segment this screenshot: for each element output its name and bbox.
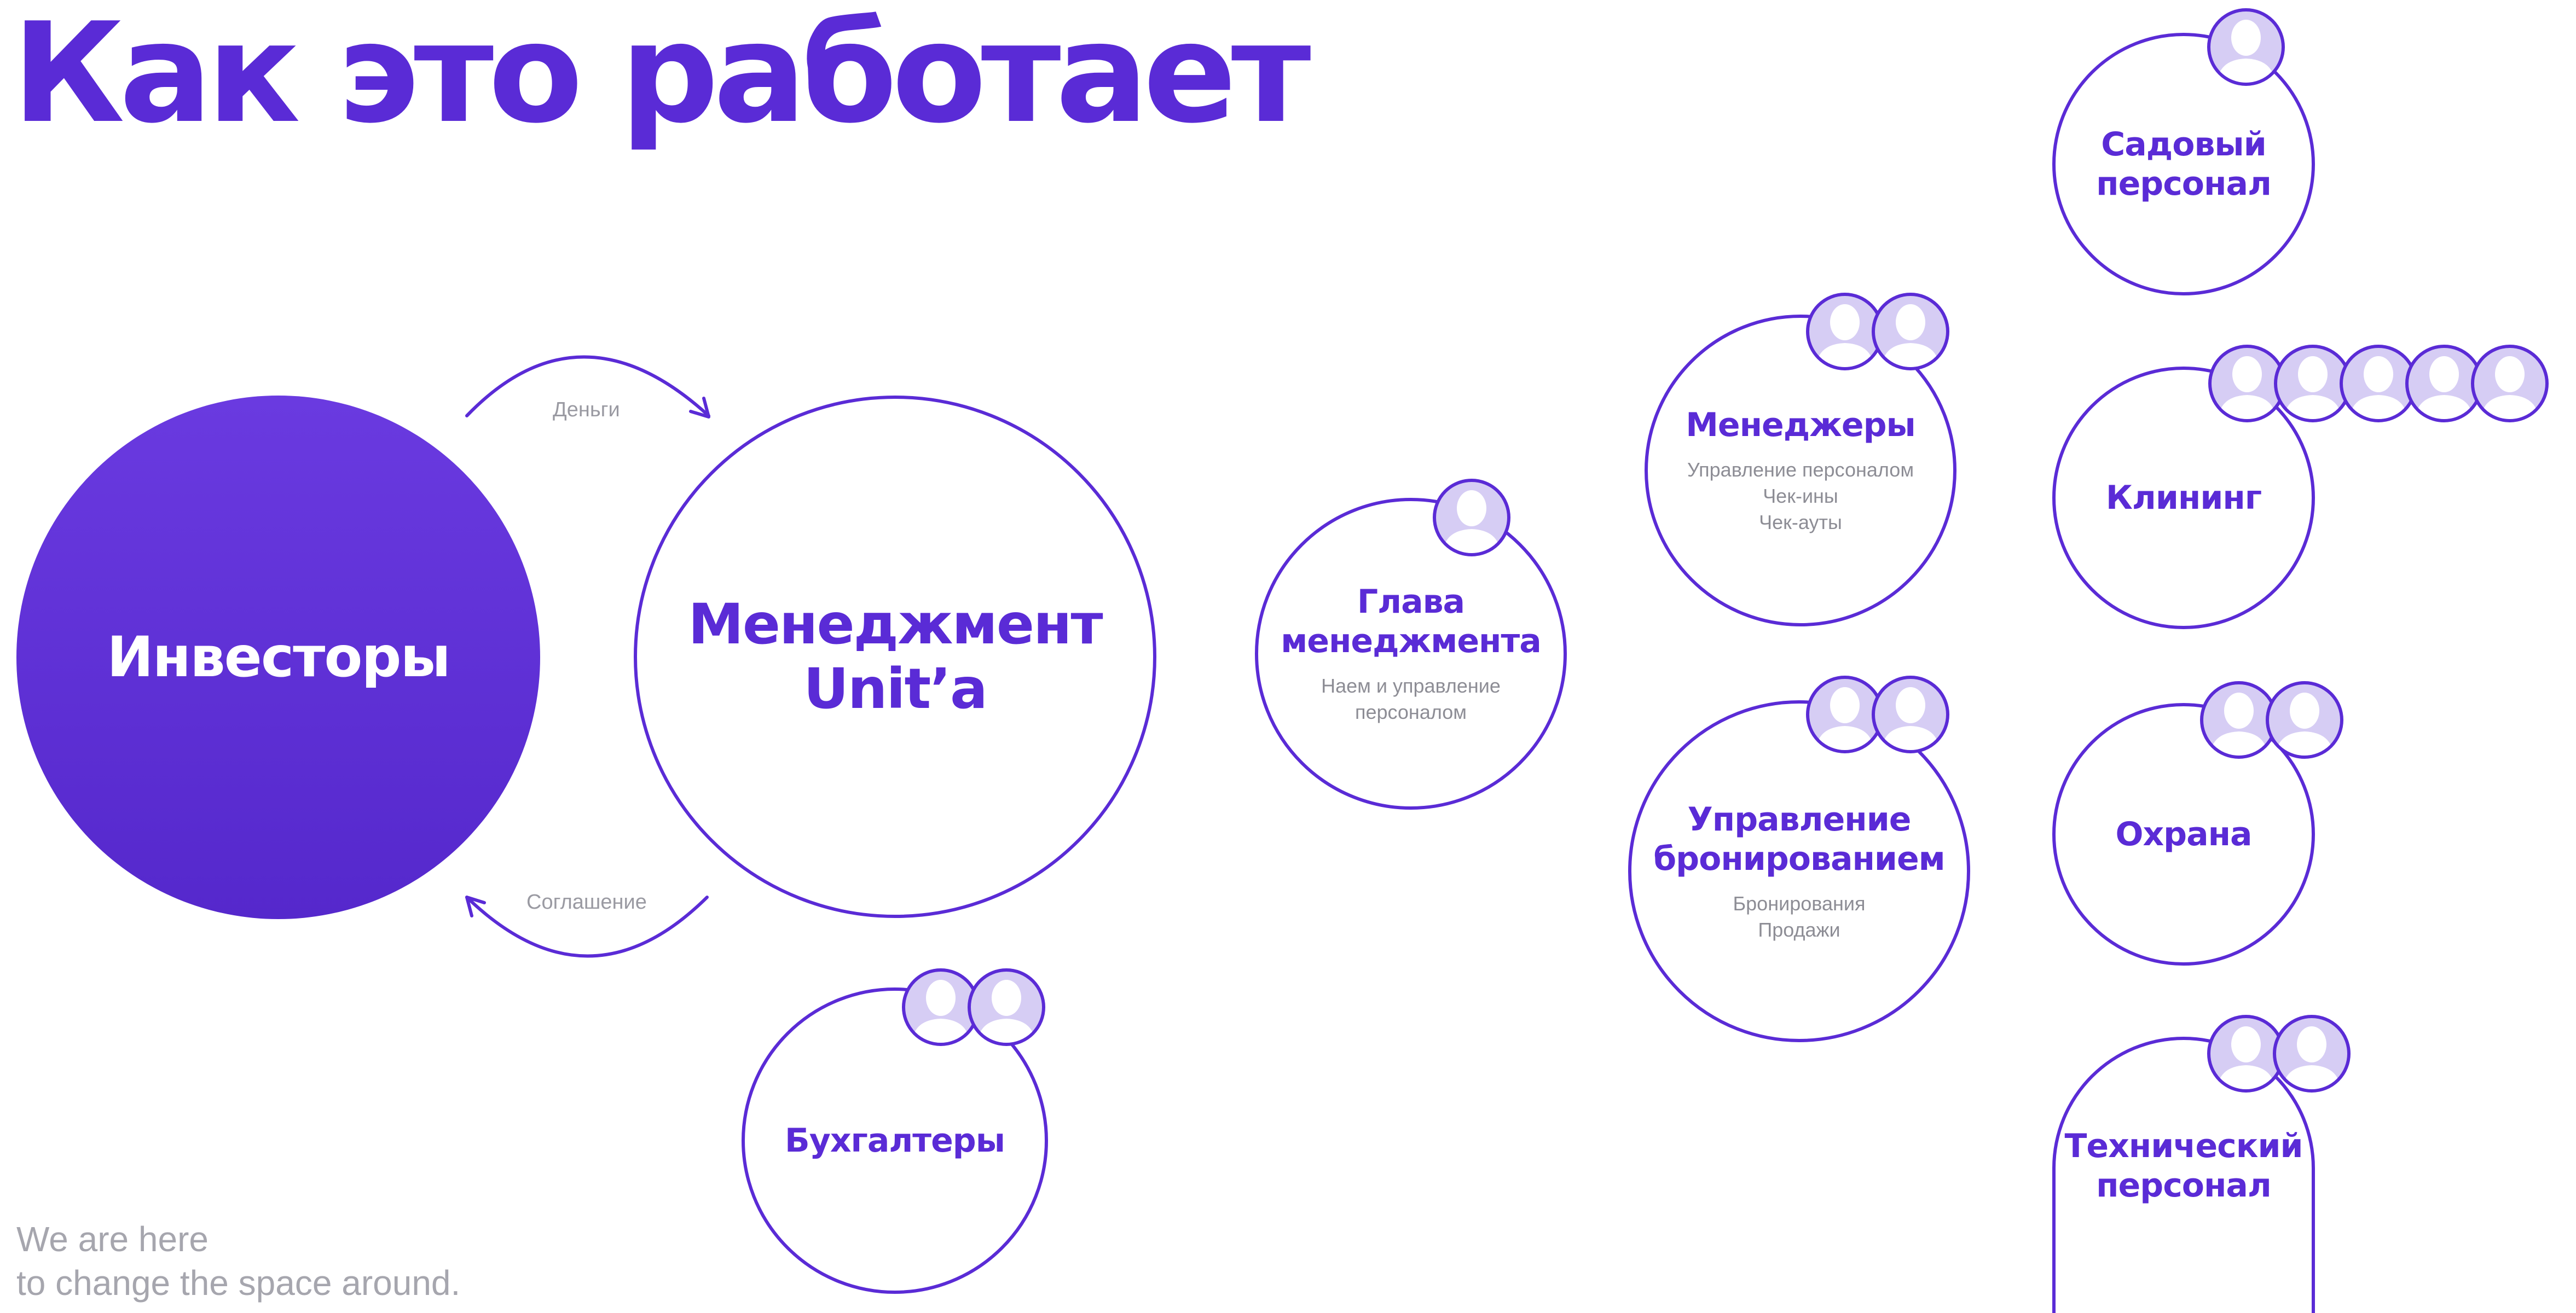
head-name: Глава менеджмента bbox=[1281, 583, 1542, 660]
avatar-icon bbox=[968, 968, 1045, 1046]
avatar-icon bbox=[2207, 1015, 2285, 1093]
technical-name: Технический персонал bbox=[2064, 1126, 2303, 1205]
avatar-icon bbox=[902, 968, 980, 1046]
agreement-arrow bbox=[465, 896, 709, 958]
tagline-line-2: to change the space around. bbox=[16, 1263, 461, 1303]
page-title: Как это работает bbox=[12, 0, 1311, 154]
money-arrow-head bbox=[689, 397, 710, 419]
accountants-name: Бухгалтеры bbox=[784, 1122, 1005, 1160]
investors-node: Инвесторы bbox=[16, 396, 540, 919]
booking-desc: Бронирования Продажи bbox=[1733, 892, 1866, 941]
money-arrow bbox=[465, 355, 710, 417]
agreement-arrow-head bbox=[465, 896, 486, 917]
booking-name: Управление бронированием bbox=[1653, 800, 1945, 878]
management-node: Менеджмент Unit’a bbox=[634, 396, 1156, 918]
avatar-icon bbox=[1872, 676, 1949, 753]
avatar-icon bbox=[2274, 345, 2352, 422]
avatar-icon bbox=[2273, 1015, 2351, 1093]
garden-name: Садовый персонал bbox=[2096, 125, 2272, 203]
head-desc: Наем и управление персоналом bbox=[1321, 675, 1501, 723]
cleaning-name: Клининг bbox=[2105, 479, 2262, 517]
avatar-icon bbox=[2200, 681, 2278, 759]
avatar-icon bbox=[2266, 681, 2343, 759]
security-name: Охрана bbox=[2115, 815, 2252, 853]
avatar-icon bbox=[2405, 345, 2483, 422]
avatar-icon bbox=[2208, 345, 2286, 422]
avatar-icon bbox=[1872, 293, 1949, 370]
security-node: Охрана bbox=[2052, 703, 2315, 966]
cleaning-node: Клининг bbox=[2052, 367, 2315, 629]
avatar-icon bbox=[1806, 676, 1884, 753]
avatar-icon bbox=[2471, 345, 2549, 422]
tagline: We are here to change the space around. bbox=[16, 1217, 460, 1305]
managers-desc: Управление персоналом Чек-ины Чек-ауты bbox=[1687, 458, 1914, 533]
avatar-icon bbox=[1433, 479, 1510, 556]
tagline-line-1: We are here bbox=[16, 1219, 209, 1259]
money-label: Деньги bbox=[553, 398, 620, 421]
booking-node: Управление бронированием Бронирования Пр… bbox=[1628, 700, 1970, 1042]
avatar-icon bbox=[2207, 8, 2285, 86]
agreement-label: Соглашение bbox=[526, 891, 647, 914]
management-name: Менеджмент Unit’a bbox=[688, 591, 1103, 722]
managers-name: Менеджеры bbox=[1686, 406, 1916, 444]
investors-name: Инвесторы bbox=[107, 624, 450, 690]
head-node: Глава менеджмента Наем и управление перс… bbox=[1255, 498, 1567, 810]
